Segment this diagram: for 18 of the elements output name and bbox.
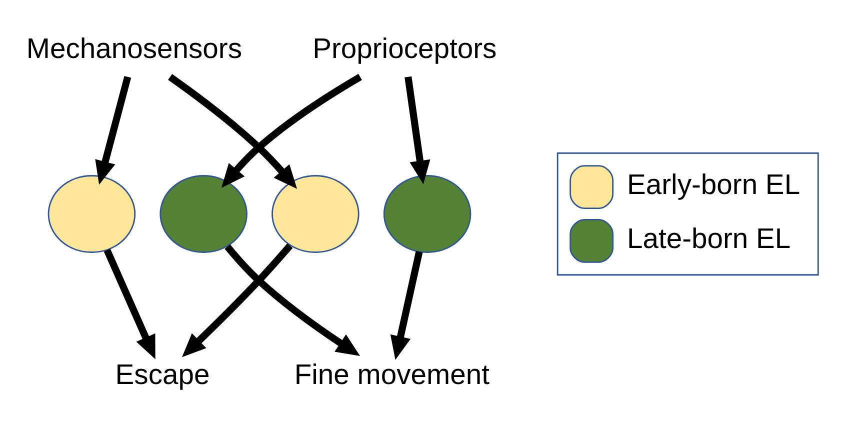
arrow (224, 244, 360, 356)
node-text: Proprioceptors (312, 32, 497, 65)
node-circle (160, 174, 248, 252)
arrow (221, 73, 362, 188)
node-text: Mechanosensors (26, 32, 242, 65)
node-text: Fine movement (294, 358, 490, 390)
node-circle (272, 174, 360, 252)
node-circle (383, 174, 472, 252)
arrow (390, 250, 423, 360)
arrow (182, 242, 293, 357)
arrow (168, 74, 298, 188)
node-circle (48, 174, 136, 252)
arrow (104, 248, 156, 359)
node-text: Escape (115, 358, 210, 390)
legend-label: Early-born EL (626, 168, 800, 201)
legend-label: Late-born EL (626, 222, 791, 254)
arrow (95, 75, 132, 184)
arrow (404, 76, 430, 184)
